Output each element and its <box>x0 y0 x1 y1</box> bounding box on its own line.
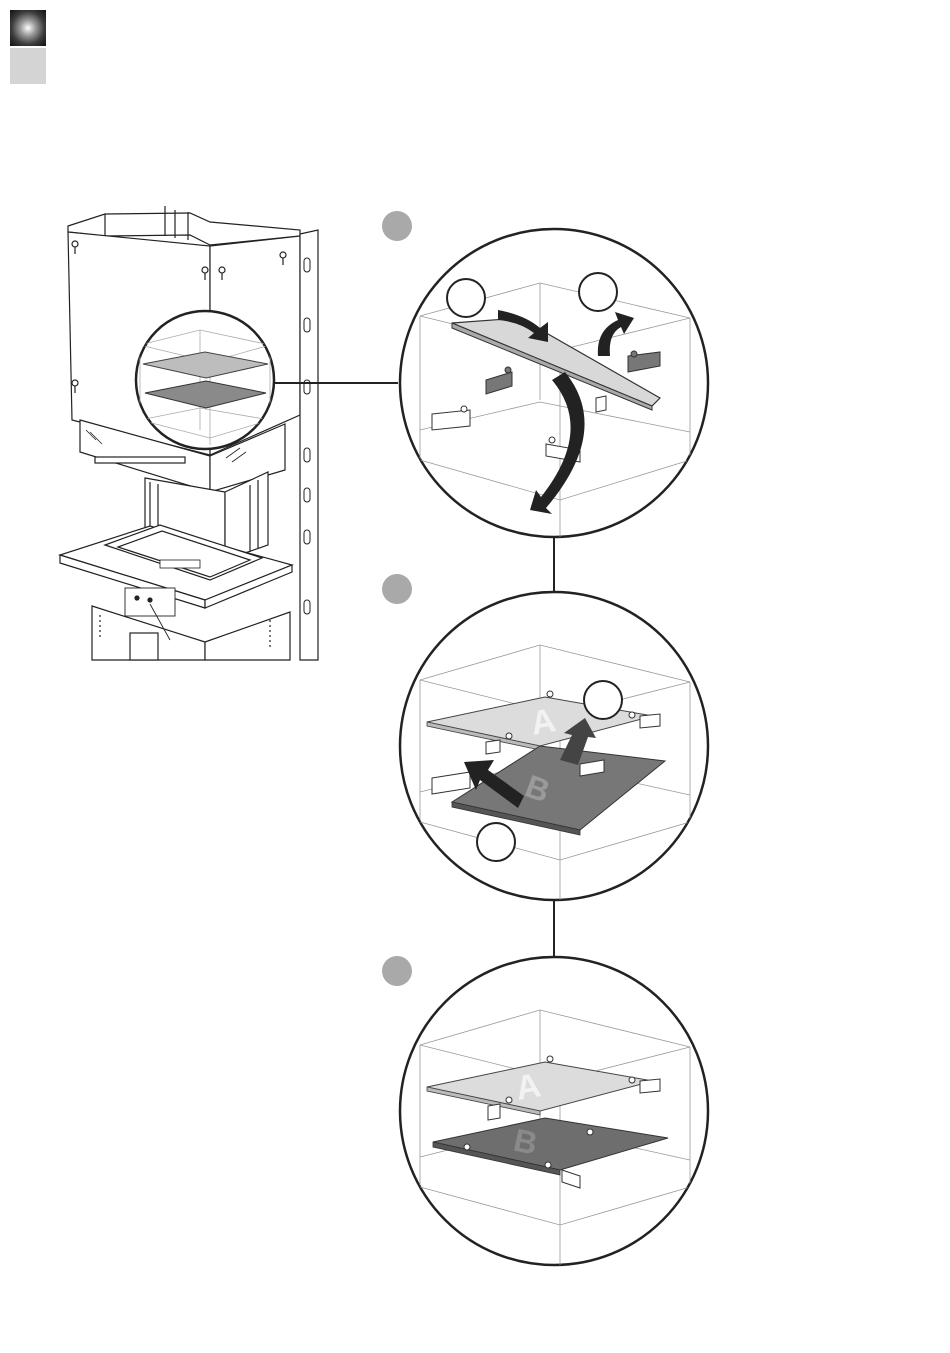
step-indicator-2 <box>382 574 412 604</box>
callout-d-circle <box>477 823 515 861</box>
detail-panel-1 <box>382 211 708 537</box>
step-indicator-3 <box>382 956 412 986</box>
step-indicator-1 <box>382 211 412 241</box>
callout-b-circle <box>579 273 617 311</box>
detail-panel-2: A B <box>382 574 708 900</box>
callout-a-circle <box>447 279 485 317</box>
callout-c-circle <box>584 681 622 719</box>
side-rail <box>300 230 318 660</box>
detail-panel-3: A B <box>382 956 708 1265</box>
